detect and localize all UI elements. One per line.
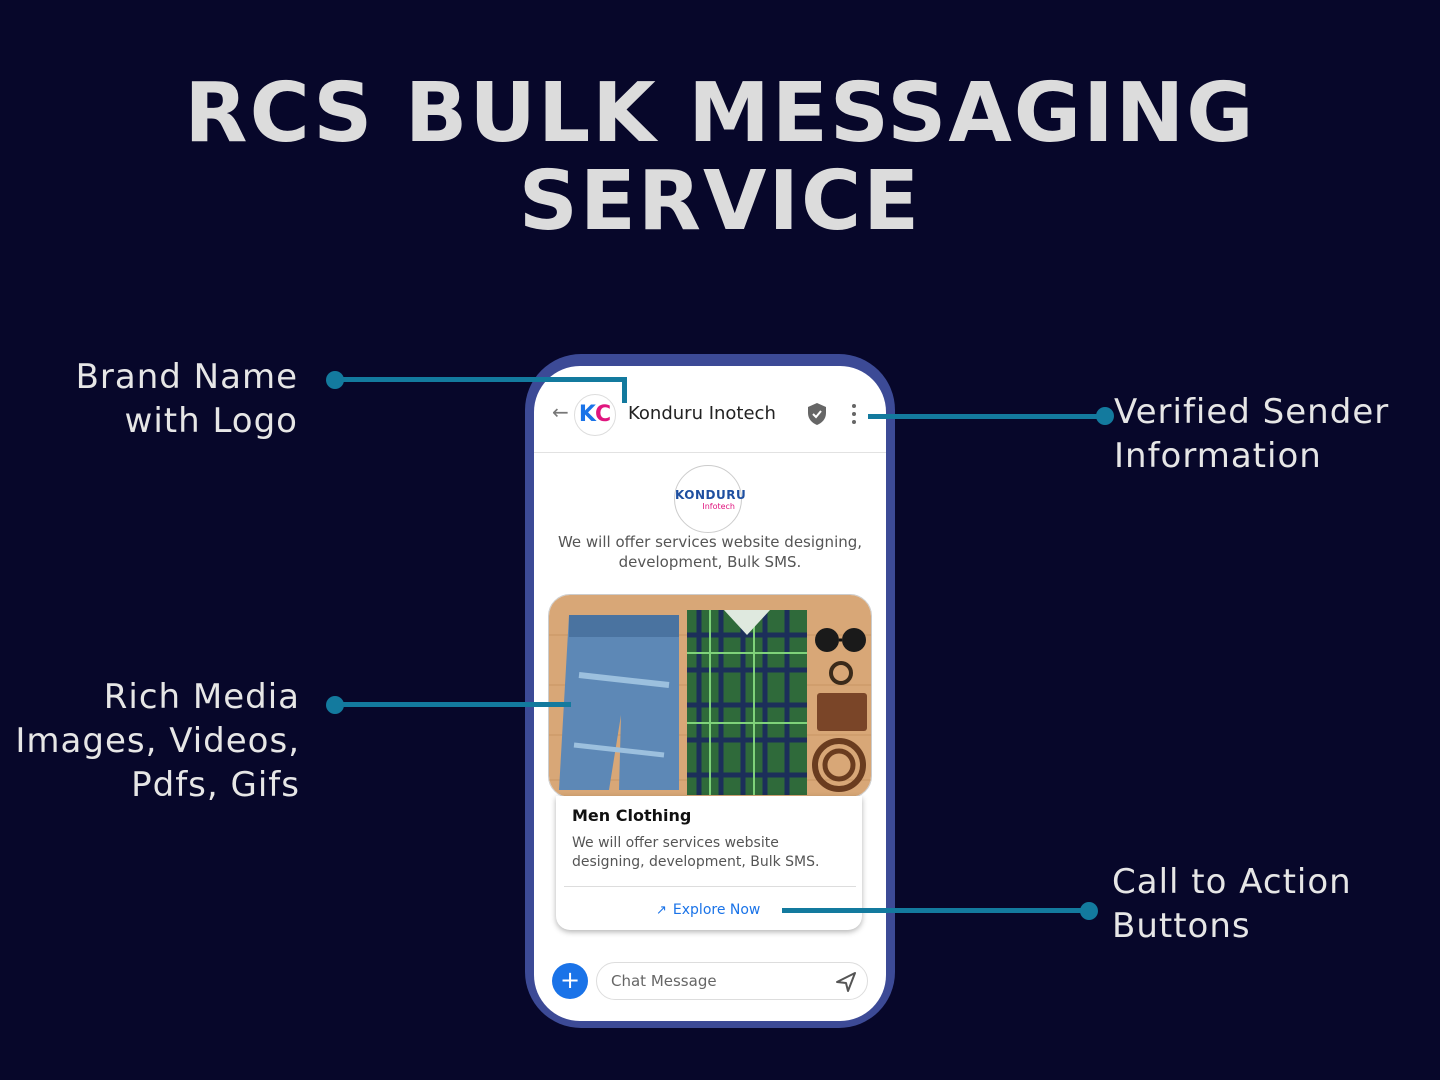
title-line-1: RCS BULK MESSAGING [184,66,1256,161]
callout-rich-media-line1: Rich Media [103,677,300,717]
rich-card: Men Clothing We will offer services webs… [556,796,862,930]
connector-line-cta [782,908,1088,913]
profile-logo: KONDURU Infotech [674,465,747,533]
jeans-shirt-accessories-image[interactable] [548,594,872,798]
clothing-illustration [549,595,871,797]
connector-line-brand [335,377,627,382]
chat-message-input[interactable]: Chat Message [596,962,868,1000]
callout-rich-media-line3: Pdfs, Gifs [131,765,300,805]
callout-brand-name-line2: with Logo [124,401,298,441]
chat-header: ← KC Konduru Inotech [534,366,886,453]
brand-name: Konduru Inotech [628,403,776,424]
explore-now-button[interactable]: ↗ Explore Now [656,902,760,918]
profile-logo-subtext: Infotech [702,502,735,511]
connector-dot-verified [1096,407,1114,425]
callout-rich-media-line2: Images, Videos, [15,721,300,761]
page-title: RCS BULK MESSAGING SERVICE [0,70,1440,246]
callout-call-to-action: Call to Action Buttons [1112,860,1352,948]
card-divider [564,886,856,887]
brand-logo-letter-k: K [578,402,595,427]
callout-brand-name: Brand Name with Logo [76,355,298,443]
brand-logo-letter-c: C [594,402,612,427]
connector-dot-cta [1080,902,1098,920]
send-icon[interactable] [835,971,857,993]
card-title: Men Clothing [572,806,692,825]
connector-line-rich-media [335,702,571,707]
profile-description: We will offer services website designing… [557,533,863,571]
chat-message-placeholder: Chat Message [611,972,717,990]
kebab-menu-icon[interactable] [852,404,858,428]
shield-check-icon[interactable] [806,402,828,426]
plus-icon[interactable]: + [552,963,588,999]
arrow-left-icon[interactable]: ← [552,400,569,424]
card-description: We will offer services website designing… [572,835,820,870]
profile-logo-text: KONDURU [675,488,747,502]
callout-verified-line1: Verified Sender [1114,392,1390,432]
callout-cta-line1: Call to Action [1112,862,1352,902]
connector-line-brand-drop [622,377,627,403]
explore-now-label: Explore Now [672,902,761,918]
brand-logo: KC [574,394,616,436]
connector-line-verified [868,414,1104,419]
callout-rich-media: Rich Media Images, Videos, Pdfs, Gifs [15,675,300,807]
external-link-icon: ↗ [656,903,667,918]
callout-verified-line2: Information [1114,436,1322,476]
callout-cta-line2: Buttons [1112,906,1251,946]
callout-verified-sender: Verified Sender Information [1114,390,1389,478]
callout-brand-name-line1: Brand Name [75,357,298,397]
phone-screen: ← KC Konduru Inotech KONDURU Infotech We… [534,366,886,1021]
title-line-2: SERVICE [518,154,922,249]
